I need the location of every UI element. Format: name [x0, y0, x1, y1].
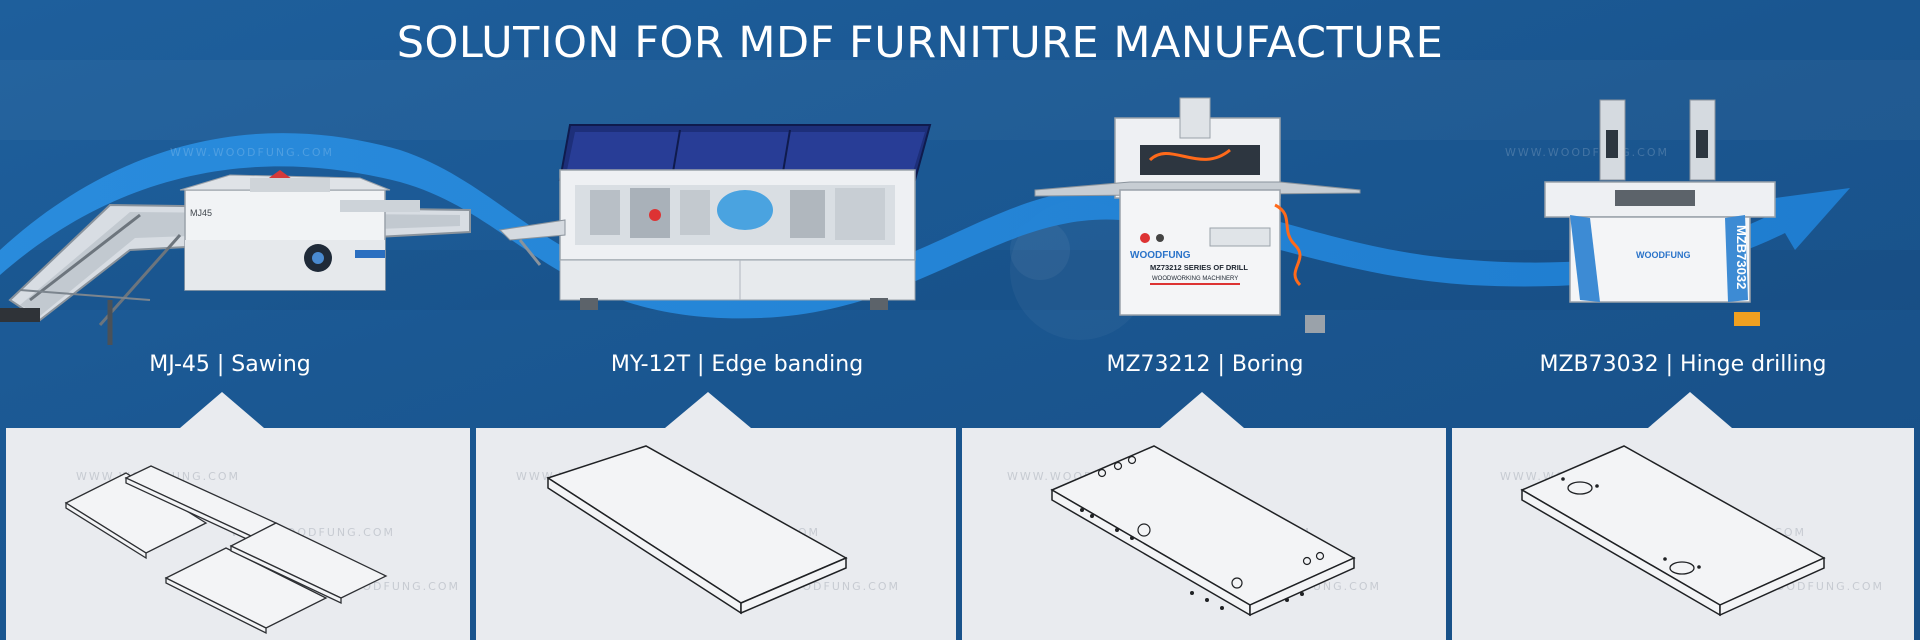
- multi-boring-machine-image: WOODFUNG MZ73212 SERIES OF DRILL WOODWOR…: [1034, 97, 1361, 333]
- panel-sawing: WWW.WOODFUNG.COM WWW.WOODFUNG.COM WWW.WO…: [6, 428, 470, 640]
- title-text: SOLUTION FOR MDF FURNITURE MANUFACTURE: [396, 18, 1444, 68]
- step-label-edge-banding: MY-12T | Edge banding: [610, 352, 864, 377]
- cut-boards-drawing: WWW.WOODFUNG.COM WWW.WOODFUNG.COM WWW.WO…: [64, 465, 458, 635]
- hinge-drilling-machine-image: WOODFUNG MZB73032: [1544, 99, 1776, 326]
- step-label-hinge-drilling: MZB73032 | Hinge drilling: [1539, 352, 1827, 377]
- edge-banding-machine-image: [498, 124, 932, 310]
- panel-edge-banding: WWW.WOODFUNG.COM WWW.WOODFUNG.COM WWW.WO…: [476, 428, 956, 640]
- panel-hinge-drilling: WWW.WOODFUNG.COM WWW.WOODFUNG.COM WWW.WO…: [1452, 428, 1914, 640]
- hinge-model-text: MZB73032: [1734, 225, 1749, 289]
- sliding-table-saw-image: MJ45: [0, 170, 471, 345]
- saw-model-text: MJ45: [190, 208, 212, 218]
- hinge-brand-text: WOODFUNG: [1636, 250, 1691, 260]
- step-label-boring: MZ73212 | Boring: [1106, 352, 1304, 377]
- flow-arrow: [0, 133, 1850, 319]
- bored-board-drawing: WWW.WOODFUNG.COM WWW.WOODFUNG.COM WWW.WO…: [1007, 445, 1379, 617]
- edge-banded-board-drawing: WWW.WOODFUNG.COM WWW.WOODFUNG.COM WWW.WO…: [516, 445, 898, 615]
- boring-model-text: MZ73212 SERIES OF DRILL: [1150, 263, 1248, 272]
- page-title: SOLUTION FOR MDF FURNITURE MANUFACTURE: [0, 18, 1920, 68]
- boring-sub-text: WOODWORKING MACHINERY: [1152, 276, 1238, 282]
- step-label-sawing: MJ-45 | Sawing: [149, 352, 311, 377]
- boring-brand-text: WOODFUNG: [1130, 250, 1191, 261]
- watermark: WWW.WOODFUNG.COM: [1505, 146, 1669, 159]
- watermark: WWW.WOODFUNG.COM: [170, 146, 334, 159]
- hinge-drilled-board-drawing: WWW.WOODFUNG.COM WWW.WOODFUNG.COM WWW.WO…: [1500, 445, 1882, 617]
- panel-boring: WWW.WOODFUNG.COM WWW.WOODFUNG.COM WWW.WO…: [962, 428, 1446, 640]
